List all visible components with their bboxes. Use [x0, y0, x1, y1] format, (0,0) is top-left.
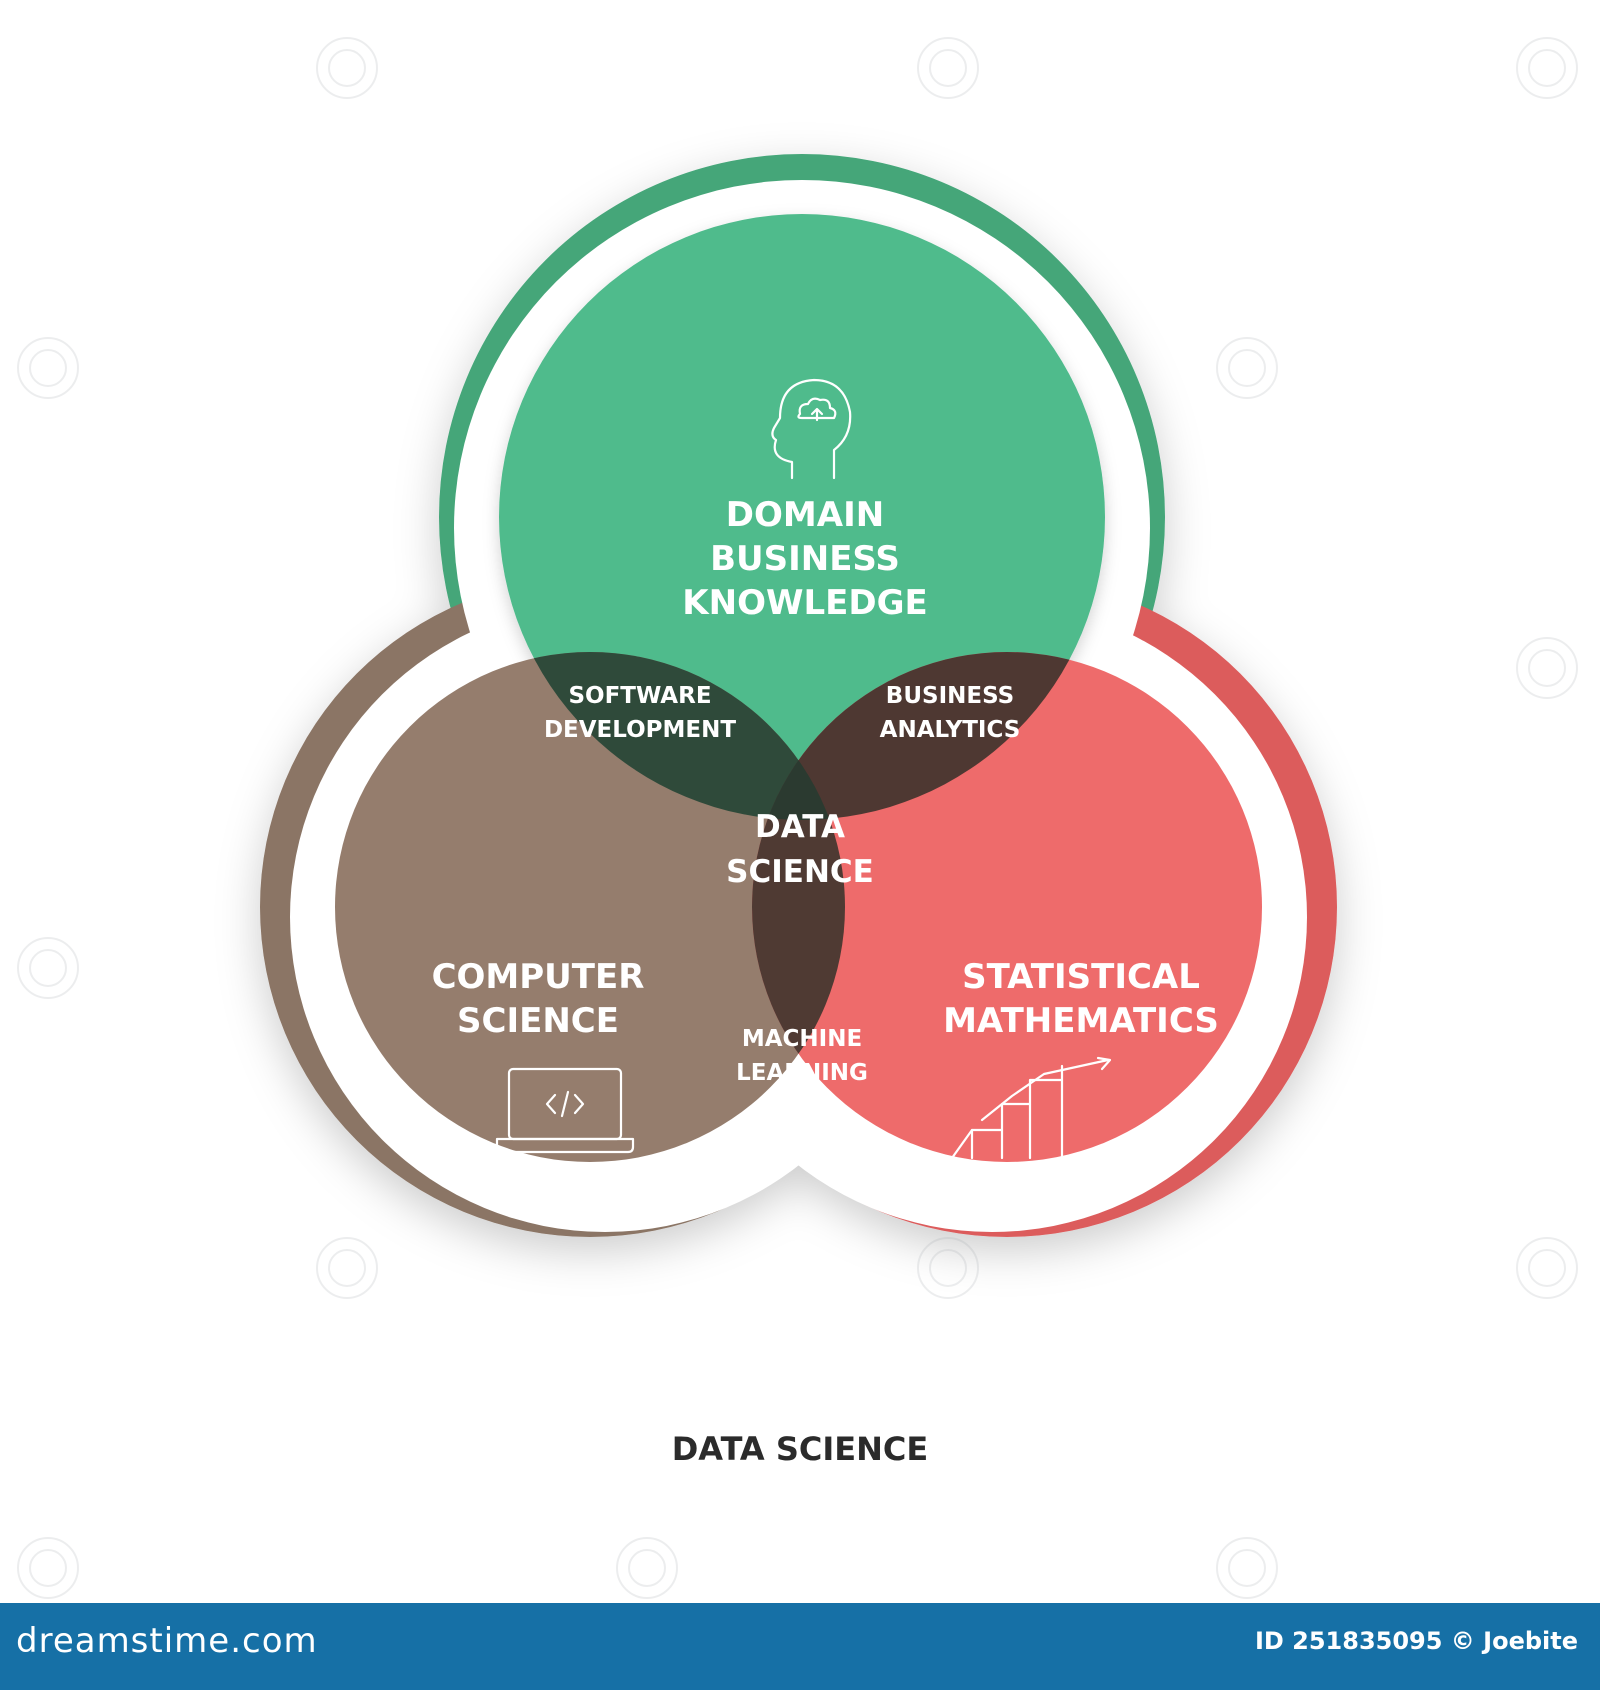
center-label-line2: SCIENCE	[726, 854, 874, 890]
software-label-line2: DEVELOPMENT	[544, 717, 736, 743]
head-cloud-icon	[771, 378, 852, 480]
center-label-line1: DATA	[755, 809, 845, 845]
software-label-line1: SOFTWARE	[568, 683, 711, 709]
business-label-line2: ANALYTICS	[880, 717, 1021, 743]
machine-label-line2: LEARNING	[736, 1060, 868, 1086]
software-development-label: SOFTWARE DEVELOPMENT	[544, 683, 736, 743]
domain-label-line1: DOMAIN	[726, 495, 884, 535]
business-analytics-label: BUSINESS ANALYTICS	[880, 683, 1021, 743]
computer-label: COMPUTER SCIENCE	[432, 957, 645, 1041]
computer-label-line1: COMPUTER	[432, 957, 645, 997]
footer-bar: dreamstime.com ID 251835095 © Joebite	[0, 1603, 1600, 1690]
machine-learning-label: MACHINE LEARNING	[736, 1026, 868, 1086]
overlap-domain-computer	[499, 652, 845, 820]
overlap-domain-statistics	[752, 652, 1105, 820]
center-label: DATA SCIENCE	[726, 809, 874, 890]
brand-logo: dreamstime.com	[16, 1621, 318, 1661]
caption: DATA SCIENCE	[672, 1430, 929, 1468]
watermark	[17, 37, 1578, 1599]
domain-label-line2: BUSINESS	[710, 539, 900, 579]
computer-label-line2: SCIENCE	[457, 1001, 619, 1041]
image-credit: ID 251835095 © Joebite	[1254, 1627, 1578, 1655]
domain-label-line3: KNOWLEDGE	[682, 583, 927, 623]
statistics-label: STATISTICAL MATHEMATICS	[943, 957, 1219, 1041]
statistics-label-line1: STATISTICAL	[962, 957, 1200, 997]
laptop-code-icon	[495, 1067, 635, 1154]
business-label-line1: BUSINESS	[886, 683, 1014, 709]
domain-label: DOMAIN BUSINESS KNOWLEDGE	[682, 495, 927, 623]
growth-chart-icon	[950, 1056, 1112, 1160]
statistics-label-line2: MATHEMATICS	[943, 1001, 1219, 1041]
machine-label-line1: MACHINE	[742, 1026, 862, 1052]
